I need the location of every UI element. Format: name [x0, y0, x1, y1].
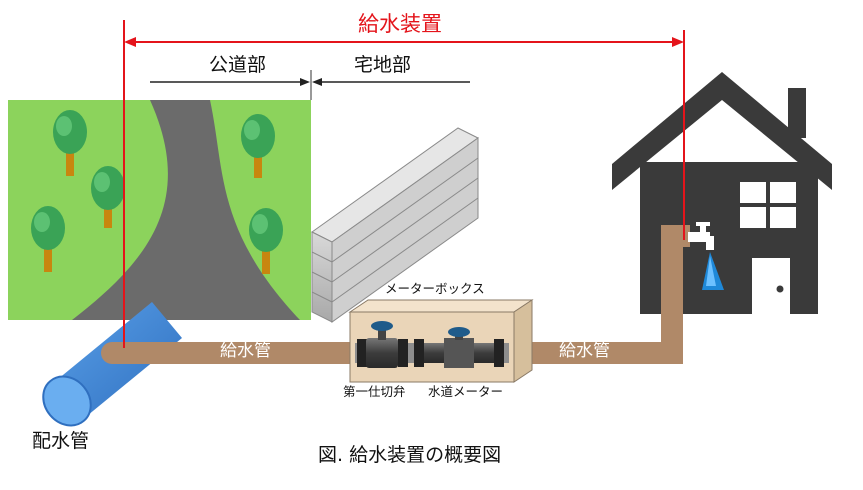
residential-arrow — [312, 78, 470, 86]
water-meter-label: 水道メーター — [428, 384, 504, 399]
supply-system-label: 給水装置 — [358, 12, 442, 36]
tree-icon — [31, 206, 65, 272]
service-pipe-right-label: 給水管 — [559, 341, 610, 361]
road — [72, 100, 300, 320]
tree-icon — [241, 114, 275, 178]
first-stop-valve-label: 第一仕切弁 — [343, 384, 406, 399]
distribution-main-label: 配水管 — [32, 430, 90, 452]
tree-icon — [249, 208, 283, 274]
house-icon — [612, 72, 832, 314]
public-road-arrow — [150, 78, 310, 86]
faucet-icon — [688, 222, 724, 290]
supply-system-arrow — [124, 37, 684, 47]
public-road-label: 公道部 — [209, 54, 267, 76]
block-wall — [311, 127, 479, 323]
tree-icon — [91, 166, 125, 228]
water-meter-icon — [414, 327, 504, 368]
residential-label: 宅地部 — [354, 54, 412, 76]
distribution-main-pipe — [42, 302, 182, 427]
figure-caption: 図. 給水装置の概要図 — [318, 444, 502, 466]
service-pipe-left-label: 給水管 — [220, 341, 271, 361]
meter-box-label: メーターボックス — [385, 281, 485, 296]
stop-valve-icon — [357, 321, 408, 368]
tree-icon — [53, 110, 87, 176]
